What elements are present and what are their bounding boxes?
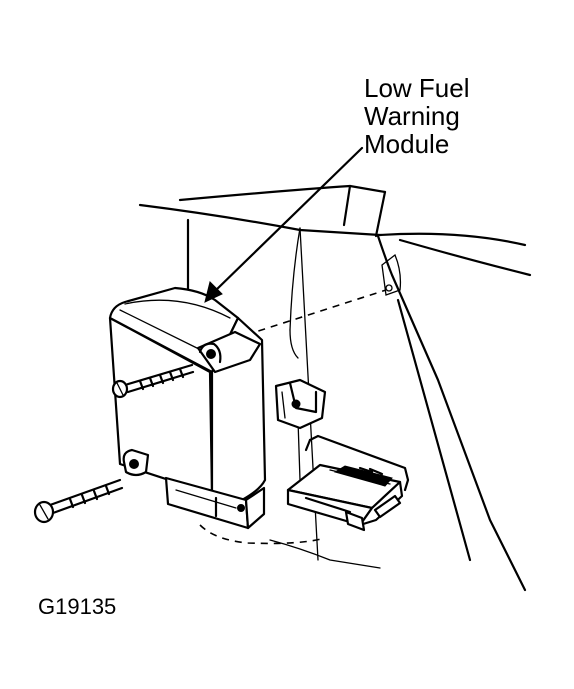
callout-line-3: Module <box>364 129 450 159</box>
module-callout-label: Low Fuel Warning Module <box>364 74 544 158</box>
callout-leader <box>204 146 364 303</box>
alignment-lines <box>199 289 387 545</box>
figure-id: G19135 <box>38 594 117 619</box>
retaining-clip <box>274 378 327 430</box>
callout-line-1: Low Fuel <box>364 73 470 103</box>
callout-line-2: Warning <box>364 101 460 131</box>
upper-mounting-screw <box>111 363 195 399</box>
wiring-connector <box>286 434 410 532</box>
lower-mounting-screw <box>33 478 124 524</box>
low-fuel-warning-module <box>108 286 267 530</box>
mounting-panel <box>138 184 532 592</box>
